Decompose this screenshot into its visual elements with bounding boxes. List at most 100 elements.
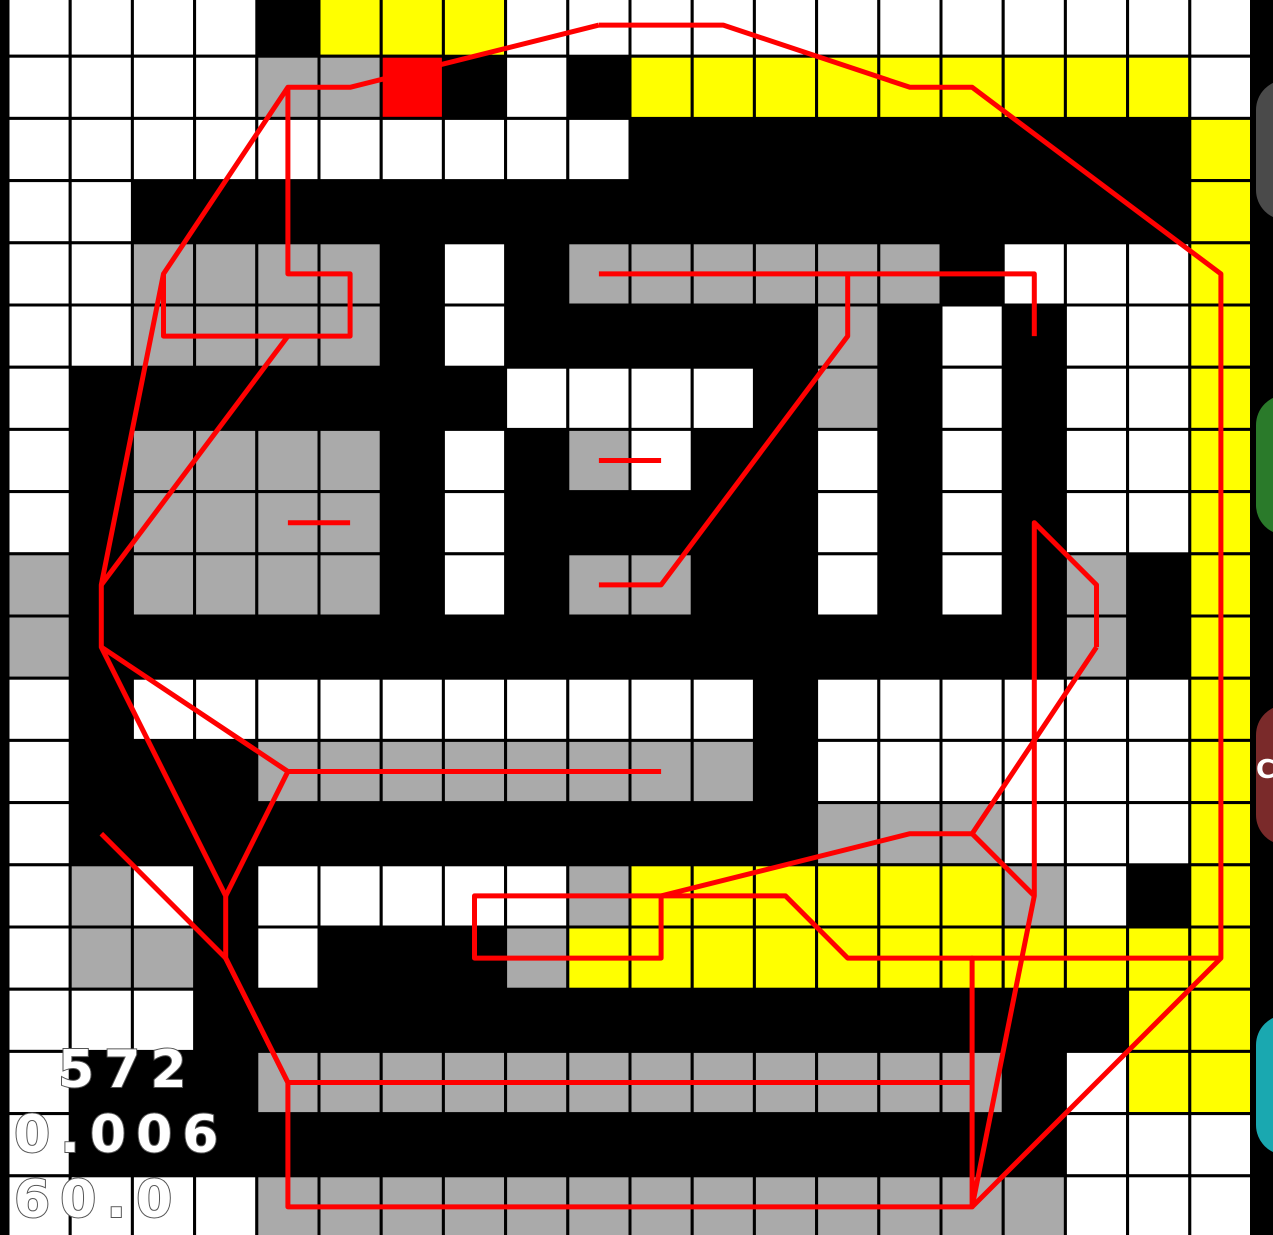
wall-cell[interactable] [381, 927, 444, 990]
visited-cell[interactable] [130, 427, 197, 494]
wall-cell[interactable] [505, 491, 568, 554]
empty-cell[interactable] [317, 863, 383, 929]
wall-cell[interactable] [754, 740, 817, 803]
empty-cell[interactable] [815, 552, 881, 618]
wall-cell[interactable] [381, 367, 444, 430]
empty-cell[interactable] [6, 427, 72, 494]
empty-cell[interactable] [255, 676, 321, 742]
empty-cell[interactable] [815, 738, 881, 805]
wall-cell[interactable] [754, 553, 817, 616]
empty-cell[interactable] [6, 801, 72, 867]
wall-cell[interactable] [567, 491, 630, 554]
wall-cell[interactable] [132, 1051, 195, 1114]
empty-cell[interactable] [193, 54, 259, 120]
wall-cell[interactable] [194, 1113, 257, 1176]
empty-cell[interactable] [255, 863, 321, 929]
empty-cell[interactable] [6, 365, 72, 431]
empty-cell[interactable] [877, 0, 943, 58]
empty-cell[interactable] [1126, 241, 1192, 307]
empty-cell[interactable] [441, 116, 508, 183]
wall-cell[interactable] [256, 367, 319, 430]
visited-cell[interactable] [566, 241, 632, 307]
visited-cell[interactable] [68, 925, 134, 991]
empty-cell[interactable] [690, 365, 756, 431]
wall-cell[interactable] [505, 429, 568, 492]
empty-cell[interactable] [441, 241, 508, 307]
wall-cell[interactable] [754, 429, 817, 492]
empty-cell[interactable] [6, 738, 72, 805]
empty-cell[interactable] [1126, 365, 1192, 431]
empty-cell[interactable] [1188, 0, 1250, 58]
visited-cell[interactable] [193, 241, 259, 307]
empty-cell[interactable] [68, 0, 134, 58]
wall-cell[interactable] [381, 553, 444, 616]
visited-cell[interactable] [193, 490, 259, 556]
empty-cell[interactable] [317, 116, 383, 183]
path-cell[interactable] [441, 0, 508, 58]
wall-cell[interactable] [878, 429, 941, 492]
wall-cell[interactable] [567, 616, 630, 679]
empty-cell[interactable] [566, 676, 632, 742]
wall-cell[interactable] [70, 1051, 133, 1114]
empty-cell[interactable] [690, 676, 756, 742]
empty-cell[interactable] [68, 241, 134, 307]
visited-cell[interactable] [255, 552, 321, 618]
wall-cell[interactable] [381, 616, 444, 679]
wall-cell[interactable] [567, 305, 630, 368]
empty-cell[interactable] [379, 863, 445, 929]
empty-cell[interactable] [193, 0, 259, 58]
wall-cell[interactable] [692, 118, 755, 181]
wall-cell[interactable] [1065, 118, 1128, 181]
empty-cell[interactable] [939, 427, 1005, 494]
wall-cell[interactable] [816, 616, 879, 679]
empty-cell[interactable] [68, 179, 134, 245]
empty-cell[interactable] [1126, 738, 1192, 805]
wall-cell[interactable] [692, 429, 755, 492]
wall-cell[interactable] [505, 242, 568, 305]
visited-cell[interactable] [130, 552, 197, 618]
empty-cell[interactable] [130, 987, 197, 1053]
empty-cell[interactable] [441, 427, 508, 494]
wall-cell[interactable] [630, 305, 693, 368]
empty-cell[interactable] [939, 738, 1005, 805]
wall-cell[interactable] [70, 491, 133, 554]
empty-cell[interactable] [1063, 1174, 1130, 1235]
empty-cell[interactable] [1188, 54, 1250, 120]
wall-cell[interactable] [443, 180, 506, 243]
empty-cell[interactable] [130, 116, 197, 183]
path-cell[interactable] [1063, 54, 1130, 120]
wall-cell[interactable] [692, 802, 755, 865]
wall-cell[interactable] [256, 0, 319, 57]
empty-cell[interactable] [193, 1174, 259, 1235]
empty-cell[interactable] [566, 116, 632, 183]
empty-cell[interactable] [815, 676, 881, 742]
wall-cell[interactable] [1127, 118, 1190, 181]
empty-cell[interactable] [1063, 490, 1130, 556]
visited-cell[interactable] [255, 427, 321, 494]
empty-cell[interactable] [6, 1174, 72, 1235]
path-cell[interactable] [628, 54, 694, 120]
wall-cell[interactable] [1003, 429, 1066, 492]
empty-cell[interactable] [1063, 863, 1130, 929]
wall-cell[interactable] [319, 616, 382, 679]
red-side-button[interactable]: C [1256, 705, 1273, 845]
wall-cell[interactable] [194, 616, 257, 679]
empty-cell[interactable] [6, 303, 72, 369]
empty-cell[interactable] [1126, 1112, 1192, 1178]
path-cell[interactable] [1188, 179, 1250, 245]
empty-cell[interactable] [939, 490, 1005, 556]
empty-cell[interactable] [1063, 1112, 1130, 1178]
wall-cell[interactable] [630, 989, 693, 1052]
wall-cell[interactable] [692, 305, 755, 368]
wall-cell[interactable] [878, 491, 941, 554]
empty-cell[interactable] [815, 427, 881, 494]
green-side-button[interactable] [1256, 395, 1273, 535]
visited-cell[interactable] [690, 738, 756, 805]
wall-cell[interactable] [70, 740, 133, 803]
wall-cell[interactable] [381, 305, 444, 368]
empty-cell[interactable] [130, 0, 197, 58]
empty-cell[interactable] [504, 365, 570, 431]
empty-cell[interactable] [68, 116, 134, 183]
empty-cell[interactable] [1126, 801, 1192, 867]
